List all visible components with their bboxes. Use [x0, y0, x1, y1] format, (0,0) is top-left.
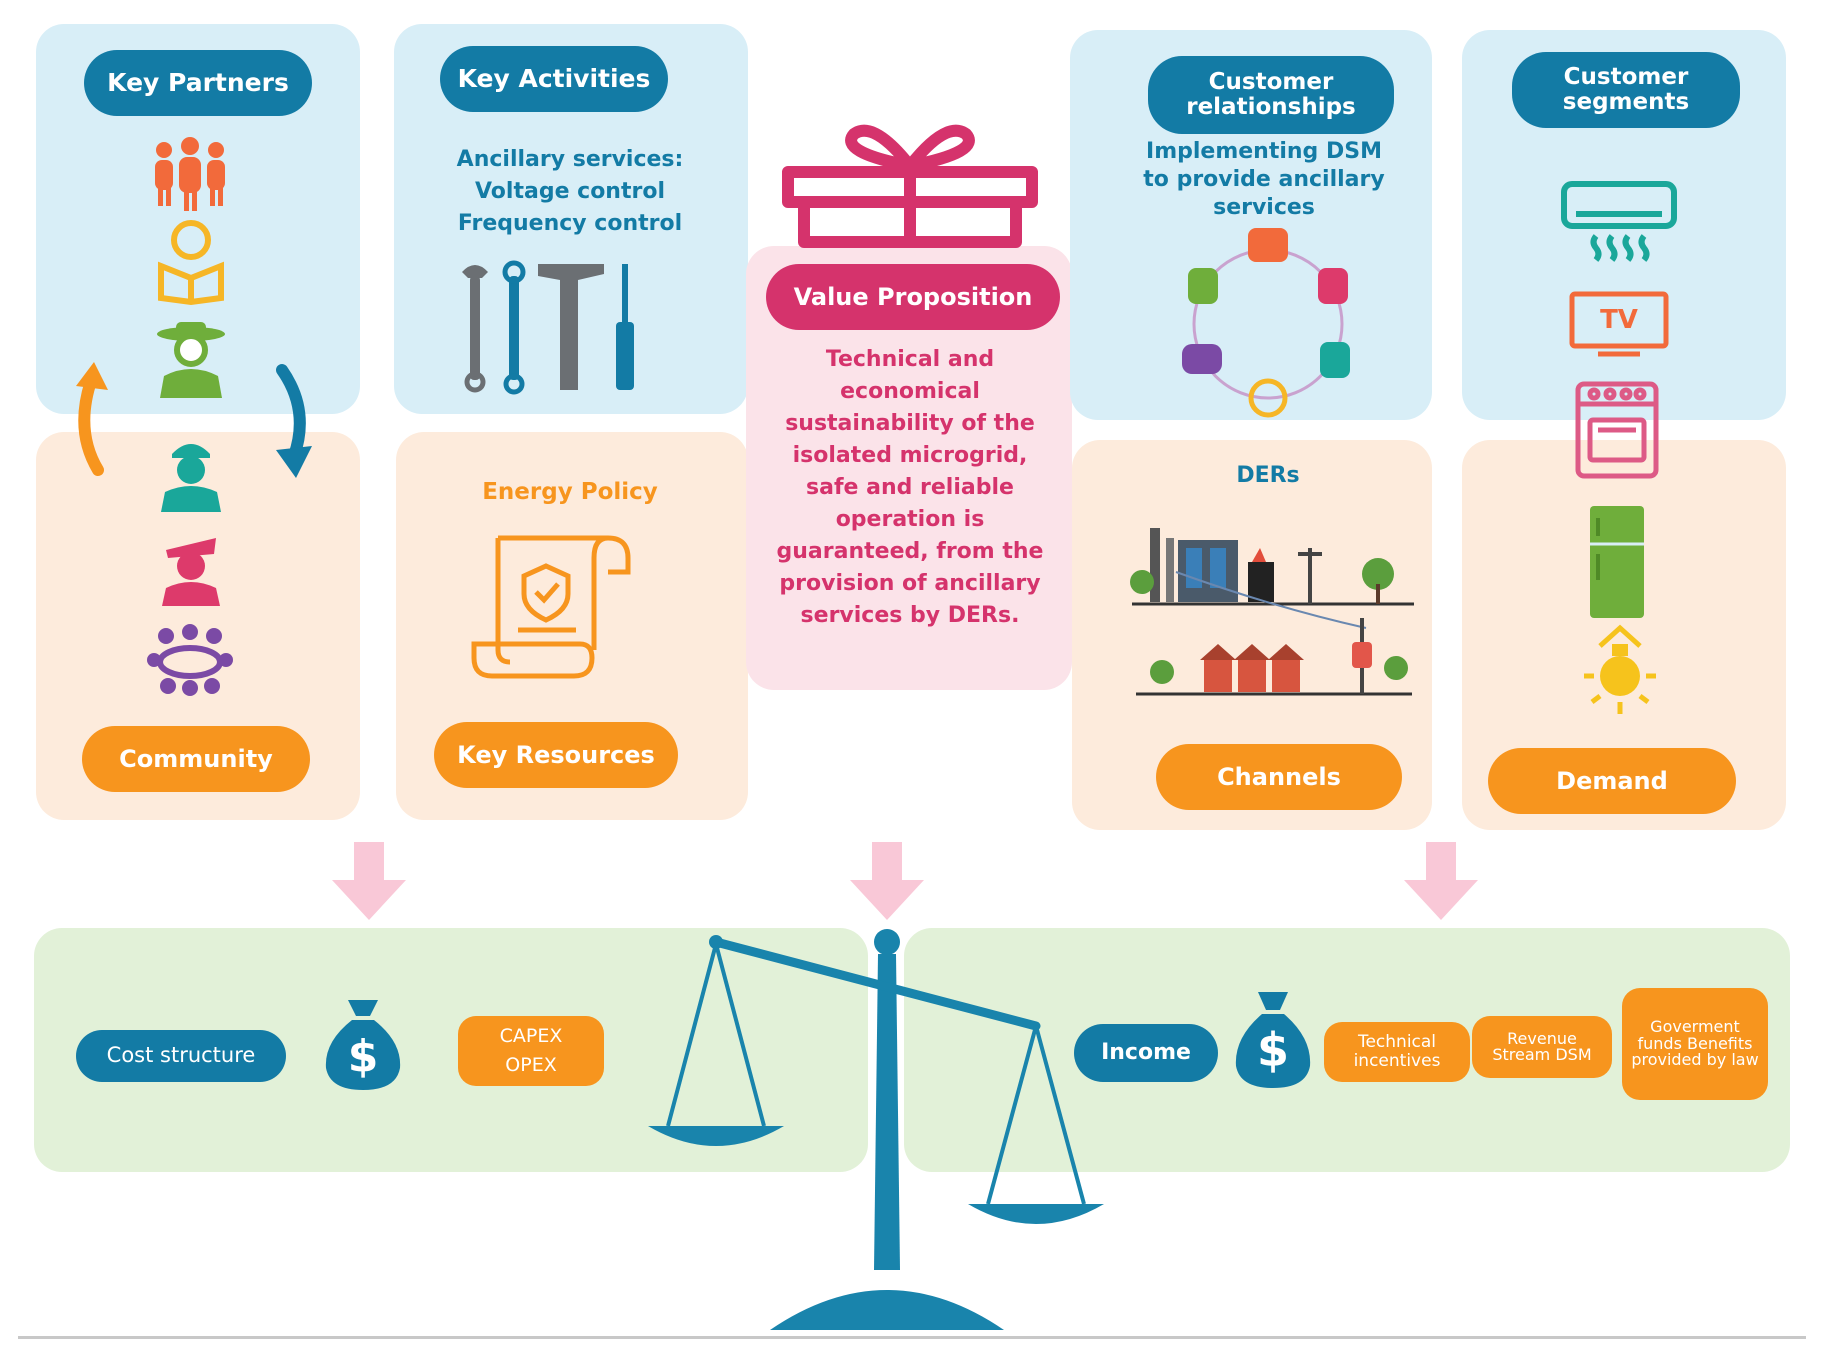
farmer-icon — [157, 322, 225, 398]
worker-icon — [161, 444, 221, 512]
technical-incentives-badge: Technical incentives — [1324, 1022, 1470, 1082]
tv-label: TV — [1600, 305, 1638, 335]
key-activities-item: Frequency control — [457, 211, 683, 236]
hat-person-icon — [162, 538, 220, 606]
money-bag-icon — [325, 1000, 401, 1090]
capex-label: CAPEX — [499, 1025, 563, 1048]
ders-heading: DERs — [1236, 463, 1300, 488]
key-activities-title: Key Activities — [440, 46, 668, 112]
value-proposition-text: Technical and economical sustainability … — [776, 347, 1044, 628]
light-bulb-icon — [1584, 624, 1656, 714]
customer-segments-title: Customer segments — [1512, 52, 1740, 128]
demand-label: Demand — [1488, 748, 1736, 814]
people-group-icon — [155, 137, 225, 211]
money-bag-symbol: $ — [1256, 1023, 1289, 1077]
tools-icon — [462, 260, 634, 395]
meeting-group-icon — [147, 624, 233, 696]
cycle-arrows-icon — [76, 362, 312, 478]
stove-icon — [1575, 381, 1659, 479]
down-arrow-icon — [850, 842, 924, 920]
key-partners-title: Key Partners — [84, 50, 312, 116]
tv-icon — [1569, 291, 1669, 357]
air-conditioner-icon — [1561, 181, 1677, 262]
balance-scale-icon — [648, 929, 1104, 1330]
capex-opex-badge: CAPEX OPEX — [458, 1016, 604, 1086]
down-arrow-icon — [1404, 842, 1478, 920]
money-bag-symbol: $ — [347, 1031, 379, 1082]
revenue-stream-badge: Revenue Stream DSM — [1472, 1016, 1612, 1078]
value-proposition-title: Value Proposition — [766, 264, 1060, 330]
energy-policy-heading: Energy Policy — [482, 479, 658, 505]
refrigerator-icon — [1590, 506, 1644, 618]
community-cycle-icon — [1182, 228, 1350, 418]
cost-structure-label: Cost structure — [76, 1030, 286, 1082]
key-resources-label: Key Resources — [434, 722, 678, 788]
government-funds-badge: Goverment funds Benefits provided by law — [1622, 988, 1768, 1100]
customer-relationships-title: Customer relationships — [1148, 56, 1394, 134]
gift-icon — [782, 124, 1038, 248]
key-activities-item: Voltage control — [474, 179, 665, 204]
down-arrow-icon — [332, 842, 406, 920]
income-label: Income — [1074, 1024, 1218, 1082]
power-grid-icon — [1130, 528, 1414, 696]
opex-label: OPEX — [505, 1054, 557, 1076]
baseline-divider — [18, 1336, 1806, 1339]
channels-label: Channels — [1156, 744, 1402, 810]
key-activities-item: Ancillary services: — [456, 147, 684, 172]
money-bag-icon — [1235, 992, 1311, 1088]
customer-relationships-text: Implementing DSM to provide ancillary se… — [1143, 139, 1385, 220]
reading-person-icon — [158, 220, 224, 306]
policy-document-icon — [471, 535, 631, 679]
community-label: Community — [82, 726, 310, 792]
